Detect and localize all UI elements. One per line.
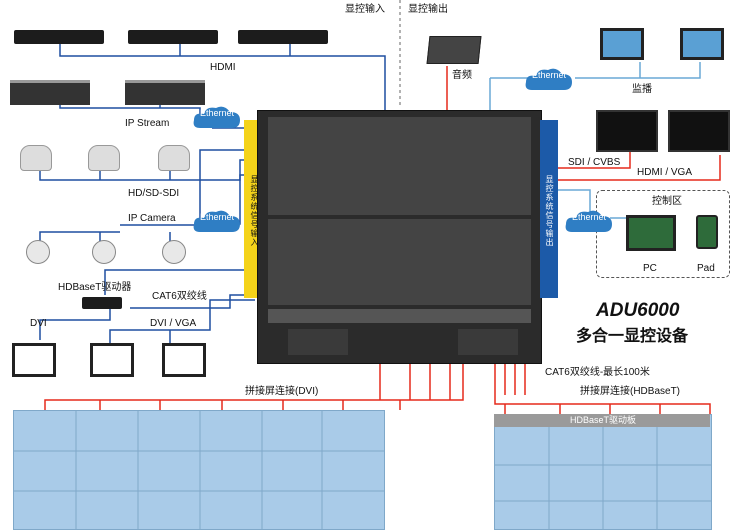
audio-label: 音频 <box>452 70 472 81</box>
ip-stream-encoder-2 <box>125 80 205 105</box>
hdbaset-driver <box>82 297 122 309</box>
hdmi-label: HDMI <box>210 62 236 73</box>
monitor-station-2 <box>680 28 724 60</box>
workstation-1 <box>12 343 56 377</box>
pad-label: Pad <box>697 263 715 274</box>
pc-laptop <box>626 215 676 251</box>
audio-mixer <box>426 36 482 64</box>
control-area-label: 控制区 <box>652 196 682 207</box>
adu6000-chassis <box>257 110 542 364</box>
product-model: ADU6000 <box>596 300 680 321</box>
output-header: 显控输出 <box>408 4 448 15</box>
ethernet-label: Ethernet <box>531 70 567 80</box>
input-strip-label: 显控系统信号输入 <box>250 175 259 247</box>
ethernet-cloud-icon: Ethernet <box>564 208 614 234</box>
dvi-label: DVI <box>30 318 47 329</box>
splice-hdbaset-label: 拼接屏连接(HDBaseT) <box>580 386 681 397</box>
video-wall-hdbaset <box>494 414 712 530</box>
power-module-2 <box>458 329 518 355</box>
ethernet-label: Ethernet <box>571 212 607 222</box>
ip-camera-2 <box>92 240 116 264</box>
ip-camera-1 <box>26 240 50 264</box>
hdbaset-board-bar <box>494 414 710 427</box>
ip-camera-3 <box>162 240 186 264</box>
wall-grid <box>14 411 384 529</box>
monitor-label: 监播 <box>632 84 652 95</box>
hdbaset-driver-label: HDBaseT驱动器 <box>58 282 132 293</box>
wall-grid <box>495 415 711 529</box>
upper-card-bay <box>268 117 531 215</box>
ethernet-cloud-icon: Ethernet <box>192 208 242 234</box>
hd-sdi-label: HD/SD-SDI <box>128 188 180 199</box>
hdmi-source-3 <box>238 30 328 44</box>
lower-card-bay <box>268 219 531 305</box>
sdi-camera-1 <box>20 145 52 171</box>
hdmi-display <box>668 110 730 152</box>
product-subtitle: 多合一显控设备 <box>576 328 689 345</box>
splice-dvi-label: 拼接屏连接(DVI) <box>245 386 319 397</box>
ethernet-cloud-icon: Ethernet <box>524 66 574 92</box>
ethernet-cloud-icon: Ethernet <box>192 104 242 130</box>
ethernet-label: Ethernet <box>199 108 235 118</box>
hdmi-source-1 <box>14 30 104 44</box>
output-strip-label: 显控系统信号输出 <box>545 175 554 247</box>
pc-label: PC <box>643 263 657 274</box>
cat6-label: CAT6双绞线 <box>152 291 207 302</box>
ethernet-label: Ethernet <box>199 212 235 222</box>
hdmi-source-2 <box>128 30 218 44</box>
vent-panel <box>268 309 531 323</box>
output-strip <box>540 120 558 298</box>
workstation-3 <box>162 343 206 377</box>
power-module-1 <box>288 329 348 355</box>
sdi-camera-2 <box>88 145 120 171</box>
workstation-2 <box>90 343 134 377</box>
ip-stream-encoder-1 <box>10 80 90 105</box>
dvi-vga-label: DVI / VGA <box>150 318 197 329</box>
hdbaset-board-label: HDBaseT驱动板 <box>570 415 637 425</box>
sdi-display <box>596 110 658 152</box>
ip-camera-label: IP Camera <box>128 213 176 224</box>
video-wall-dvi <box>13 410 385 530</box>
input-header: 显控输入 <box>345 4 385 15</box>
ip-stream-label: IP Stream <box>125 118 170 129</box>
pad-tablet <box>696 215 718 249</box>
cat6-max-label: CAT6双绞线-最长100米 <box>545 367 650 378</box>
sdi-cvbs-label: SDI / CVBS <box>568 157 621 168</box>
control-area <box>596 190 730 278</box>
hdmi-vga-label: HDMI / VGA <box>637 167 693 178</box>
monitor-station-1 <box>600 28 644 60</box>
sdi-camera-3 <box>158 145 190 171</box>
